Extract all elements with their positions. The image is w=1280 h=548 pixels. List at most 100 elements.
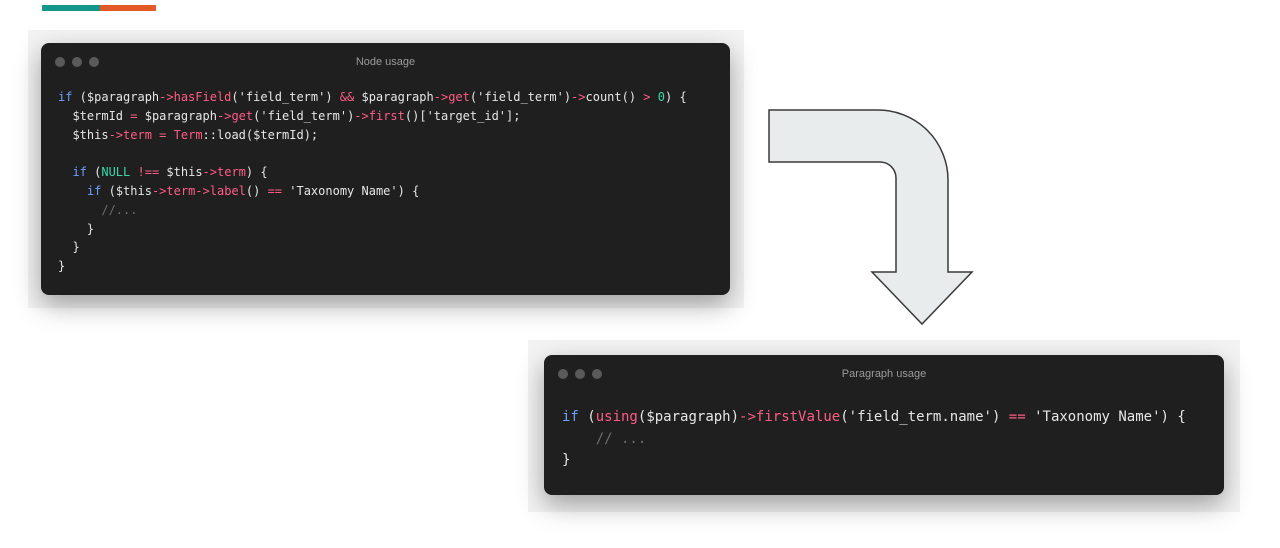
window-controls <box>558 369 602 379</box>
code-token-op: == <box>267 183 283 198</box>
code-block: if (using($paragraph)->firstValue('field… <box>562 407 1186 472</box>
code-token-plain: ( <box>231 90 239 104</box>
code-token-plain: ) <box>563 90 572 104</box>
code-token-plain: ( <box>253 108 261 123</box>
code-token-plain: ) <box>991 409 1009 425</box>
code-token-plain: () <box>245 183 268 198</box>
code-token-kw: if <box>58 90 73 104</box>
code-line: $termId = $paragraph->get('field_term')-… <box>58 107 687 126</box>
code-token-plain <box>166 128 173 142</box>
window-titlebar: Paragraph usage <box>544 355 1224 393</box>
code-token-plain <box>138 109 145 123</box>
code-token-plain <box>130 165 137 179</box>
code-token-plain: ) <box>325 90 340 104</box>
code-token-plain: ()[ <box>404 108 427 123</box>
code-token-plain: } <box>58 221 95 236</box>
code-token-op: -> <box>433 90 449 104</box>
window-dot-icon <box>89 57 99 67</box>
code-token-fn: term <box>166 183 196 198</box>
code-line: // ... <box>562 429 1186 451</box>
node-usage-window: Node usage if ($paragraph->hasField('fie… <box>41 43 730 295</box>
code-token-const: NULL <box>101 165 131 180</box>
code-token-op: -> <box>571 90 586 104</box>
code-token-var: $termId <box>253 127 304 142</box>
code-token-plain: } <box>562 452 571 468</box>
code-token-plain <box>58 109 72 123</box>
code-line: //... <box>58 201 687 220</box>
paragraph-usage-window: Paragraph usage if (using($paragraph)->f… <box>544 355 1224 495</box>
window-title: Node usage <box>355 56 416 68</box>
code-token-fn: label <box>209 183 246 198</box>
code-token-kw: if <box>562 409 579 425</box>
code-token-plain: } <box>58 259 66 274</box>
code-token-plain <box>562 431 596 447</box>
code-token-op: > <box>643 90 651 104</box>
code-token-op: && <box>339 90 355 104</box>
window-dot-icon <box>575 369 585 379</box>
code-token-str: 'field_term' <box>260 108 348 123</box>
code-token-plain: ) { <box>665 90 687 104</box>
code-token-plain: ( <box>469 90 478 104</box>
code-token-var: $paragraph <box>361 90 434 104</box>
code-line: if (using($paragraph)->firstValue('field… <box>562 407 1186 429</box>
code-token-plain: ) <box>730 409 740 425</box>
code-token-plain <box>58 128 72 142</box>
code-line <box>58 144 687 163</box>
code-token-num: 0 <box>657 90 665 104</box>
code-line: if ($this->term->label() == 'Taxonomy Na… <box>58 182 687 201</box>
code-token-kw: if <box>86 183 102 198</box>
code-token-var: $paragraph <box>144 108 217 123</box>
code-line: } <box>58 220 687 239</box>
code-token-var: $paragraph <box>86 90 160 104</box>
code-token-kw: if <box>72 165 87 180</box>
code-token-str: 'field_term' <box>238 90 326 104</box>
code-token-var: $this <box>166 165 203 180</box>
code-token-str: 'target_id' <box>426 108 507 123</box>
code-token-fn: hasField <box>173 90 232 104</box>
code-token-plain: ( <box>86 165 102 180</box>
code-token-plain <box>651 90 658 104</box>
window-controls <box>55 57 99 67</box>
code-token-plain <box>58 184 87 198</box>
code-line: $this->term = Term::load($termId); <box>58 126 687 145</box>
code-line: if (NULL !== $this->term) { <box>58 163 687 182</box>
code-line: } <box>562 450 1186 472</box>
code-token-var: $paragraph <box>646 409 731 425</box>
code-block: if ($paragraph->hasField('field_term') &… <box>58 88 687 276</box>
code-token-plain: ( <box>101 183 116 198</box>
code-token-fn: first <box>368 108 405 123</box>
code-token-plain: ) { <box>397 183 420 198</box>
window-dot-icon <box>55 57 65 67</box>
code-token-op: -> <box>354 108 369 123</box>
code-token-plain: ( <box>578 409 596 425</box>
code-token-plain: ]; <box>506 108 521 123</box>
code-token-op: == <box>1008 409 1026 425</box>
arrow-shape <box>768 109 974 326</box>
code-token-cmt: //... <box>101 202 138 217</box>
code-token-fn: get <box>448 90 470 104</box>
code-token-fn: get <box>231 108 254 123</box>
code-token-str: 'field_term.name' <box>848 409 992 425</box>
code-token-str: 'Taxonomy Name' <box>1034 409 1161 425</box>
code-token-op: -> <box>151 183 167 198</box>
code-token-str: 'field_term' <box>477 90 564 104</box>
accent-bar-teal <box>42 5 100 11</box>
window-dot-icon <box>558 369 568 379</box>
window-title: Paragraph usage <box>841 368 927 380</box>
code-token-plain: ) { <box>245 165 268 180</box>
code-token-plain: } <box>58 240 80 255</box>
code-token-plain: ::load( <box>202 127 254 142</box>
code-token-op: -> <box>108 127 124 142</box>
code-token-cls: Term <box>173 127 203 142</box>
code-line: if ($paragraph->hasField('field_term') &… <box>58 88 687 107</box>
code-token-plain: ) <box>347 108 355 123</box>
code-token-op: -> <box>202 165 217 180</box>
window-dot-icon <box>72 57 82 67</box>
code-token-op: -> <box>195 183 210 198</box>
code-token-plain: ) { <box>1160 409 1186 425</box>
code-token-fn: using <box>595 409 638 425</box>
code-token-plain: ( <box>637 409 647 425</box>
code-line: } <box>58 238 687 257</box>
code-token-cmt: // ... <box>595 430 647 447</box>
code-line: } <box>58 257 687 276</box>
